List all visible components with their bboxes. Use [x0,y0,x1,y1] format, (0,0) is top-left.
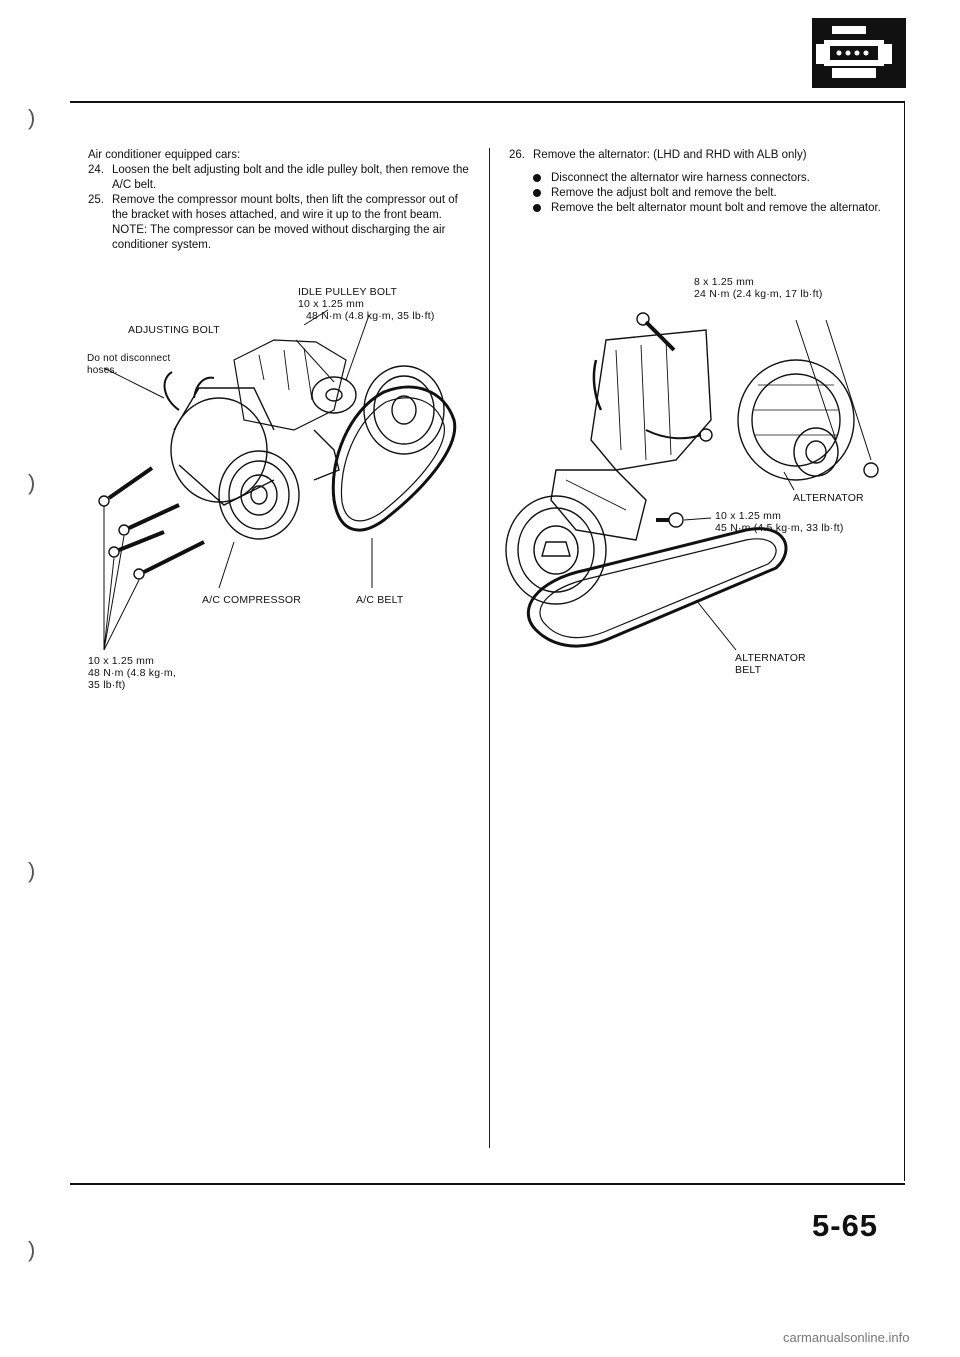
step-text: Loosen the belt adjusting bolt and the i… [112,164,469,191]
label-line: hoses. [87,365,118,376]
left-text-block: Air conditioner equipped cars: 24. Loose… [88,148,474,253]
note-text: NOTE: The compressor can be moved withou… [112,224,446,251]
label-line: 10 x 1.25 mm [715,510,782,522]
bullet-icon [533,189,541,197]
step-body: Remove the compressor mount bolts, then … [112,194,458,221]
step-text: Remove the compressor mount bolts, then … [112,193,474,253]
bullet-text: Remove the belt alternator mount bolt an… [551,202,881,214]
label-line: 48 N·m (4.8 kg·m, 35 lb·ft) [306,310,435,322]
label-line: Do not disconnect [87,353,171,364]
bullet-item: Disconnect the alternator wire harness c… [533,171,899,186]
binder-mark: ) [28,1237,36,1262]
column-divider [489,148,490,1148]
step-text: Remove the alternator: (LHD and RHD with… [533,149,807,161]
label-line: IDLE PULLEY BOLT [298,286,398,298]
bullet-icon [533,204,541,212]
adjusting-bolt-label: ADJUSTING BOLT [128,324,220,336]
right-rule [904,101,905,1181]
step-24: 24. Loosen the belt adjusting bolt and t… [88,163,474,193]
step-number: 24. [88,164,104,176]
top-bolt-spec-label: 8 x 1.25 mm 24 N·m (2.4 kg·m, 17 lb·ft) [694,276,823,300]
mount-bolt-spec-label: 10 x 1.25 mm 48 N·m (4.8 kg·m, 35 lb·ft) [88,655,176,691]
idle-pulley-bolt-label: IDLE PULLEY BOLT 10 x 1.25 mm 48 N·m (4.… [298,286,435,322]
step-26: 26. Remove the alternator: (LHD and RHD … [509,148,899,163]
top-rule [70,101,904,103]
section-heading: Air conditioner equipped cars: [88,149,241,161]
footer-watermark: carmanualsonline.info [783,1330,910,1345]
label-line: ALTERNATOR [735,652,806,664]
bullet-list: Disconnect the alternator wire harness c… [509,171,899,216]
bottom-rule [70,1183,905,1185]
bullet-text: Disconnect the alternator wire harness c… [551,172,810,184]
binder-mark: ) [28,105,36,130]
alternator-illustration [505,312,879,651]
label-line: 10 x 1.25 mm [88,655,155,667]
do-not-disconnect-label: Do not disconnect hoses. [87,353,170,377]
label-line: BELT [735,664,762,676]
bullet-icon [533,174,541,182]
ac-compressor-label: A/C COMPRESSOR [202,594,302,606]
binder-mark: ) [28,858,36,883]
ac-compressor-illustration [98,309,457,650]
ac-belt-label: A/C BELT [356,594,404,606]
right-text-block: 26. Remove the alternator: (LHD and RHD … [509,148,899,216]
bullet-item: Remove the belt alternator mount bolt an… [533,201,899,216]
step-number: 25. [88,194,104,206]
alternator-belt-label: ALTERNATOR BELT [735,652,806,676]
bullet-text: Remove the adjust bolt and remove the be… [551,187,777,199]
label-line: 10 x 1.25 mm [298,298,365,310]
step-25: 25. Remove the compressor mount bolts, t… [88,193,474,253]
label-line: 35 lb·ft) [88,679,126,691]
label-line: 8 x 1.25 mm [694,276,754,288]
engine-section-icon [812,18,906,88]
bullet-item: Remove the adjust bolt and remove the be… [533,186,899,201]
page-number: 5-65 [812,1208,879,1243]
label-line: 48 N·m (4.8 kg·m, [88,667,176,679]
binder-mark: ) [28,470,36,495]
alternator-label: ALTERNATOR [793,492,864,504]
step-number: 26. [509,149,525,161]
label-line: 24 N·m (2.4 kg·m, 17 lb·ft) [694,288,823,300]
